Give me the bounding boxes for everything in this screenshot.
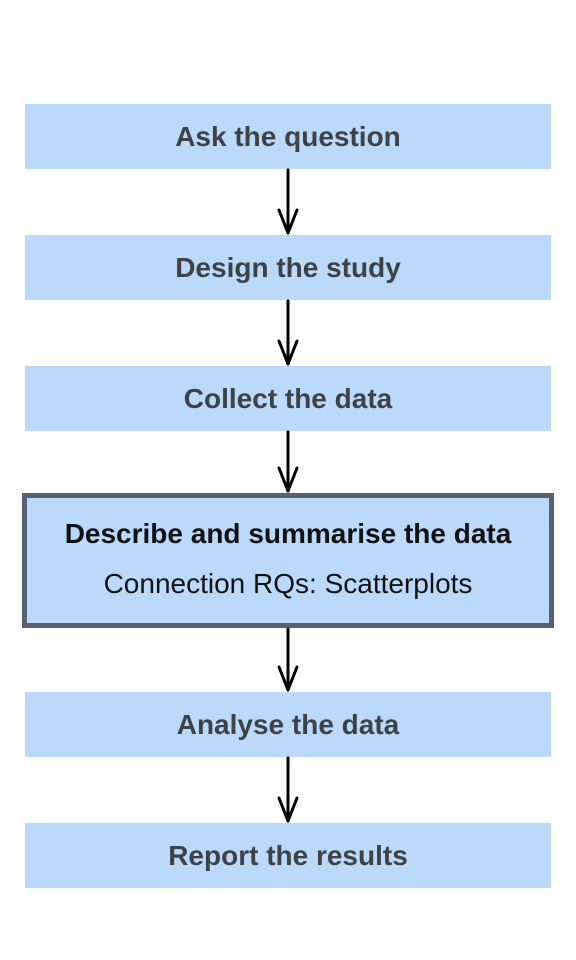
- arrow-3-icon: [277, 430, 299, 493]
- arrow-2-icon: [277, 299, 299, 366]
- step-analyse-the-data: Analyse the data: [25, 692, 551, 757]
- step-label: Analyse the data: [176, 708, 400, 740]
- arrow-4-icon: [277, 627, 299, 692]
- step-sublabel: Connection RQs: Scatterplots: [103, 567, 473, 599]
- step-describe-and-summarise-current: Describe and summarise the data Connecti…: [22, 493, 554, 628]
- step-label: Ask the question: [175, 120, 401, 152]
- arrow-5-icon: [277, 756, 299, 823]
- step-label: Collect the data: [183, 382, 393, 414]
- step-ask-the-question: Ask the question: [25, 104, 551, 169]
- step-label: Describe and summarise the data: [64, 517, 512, 549]
- step-report-the-results: Report the results: [25, 823, 551, 888]
- step-design-the-study: Design the study: [25, 235, 551, 300]
- step-label: Report the results: [168, 839, 408, 871]
- step-collect-the-data: Collect the data: [25, 366, 551, 431]
- arrow-1-icon: [277, 168, 299, 235]
- step-label: Design the study: [175, 251, 401, 283]
